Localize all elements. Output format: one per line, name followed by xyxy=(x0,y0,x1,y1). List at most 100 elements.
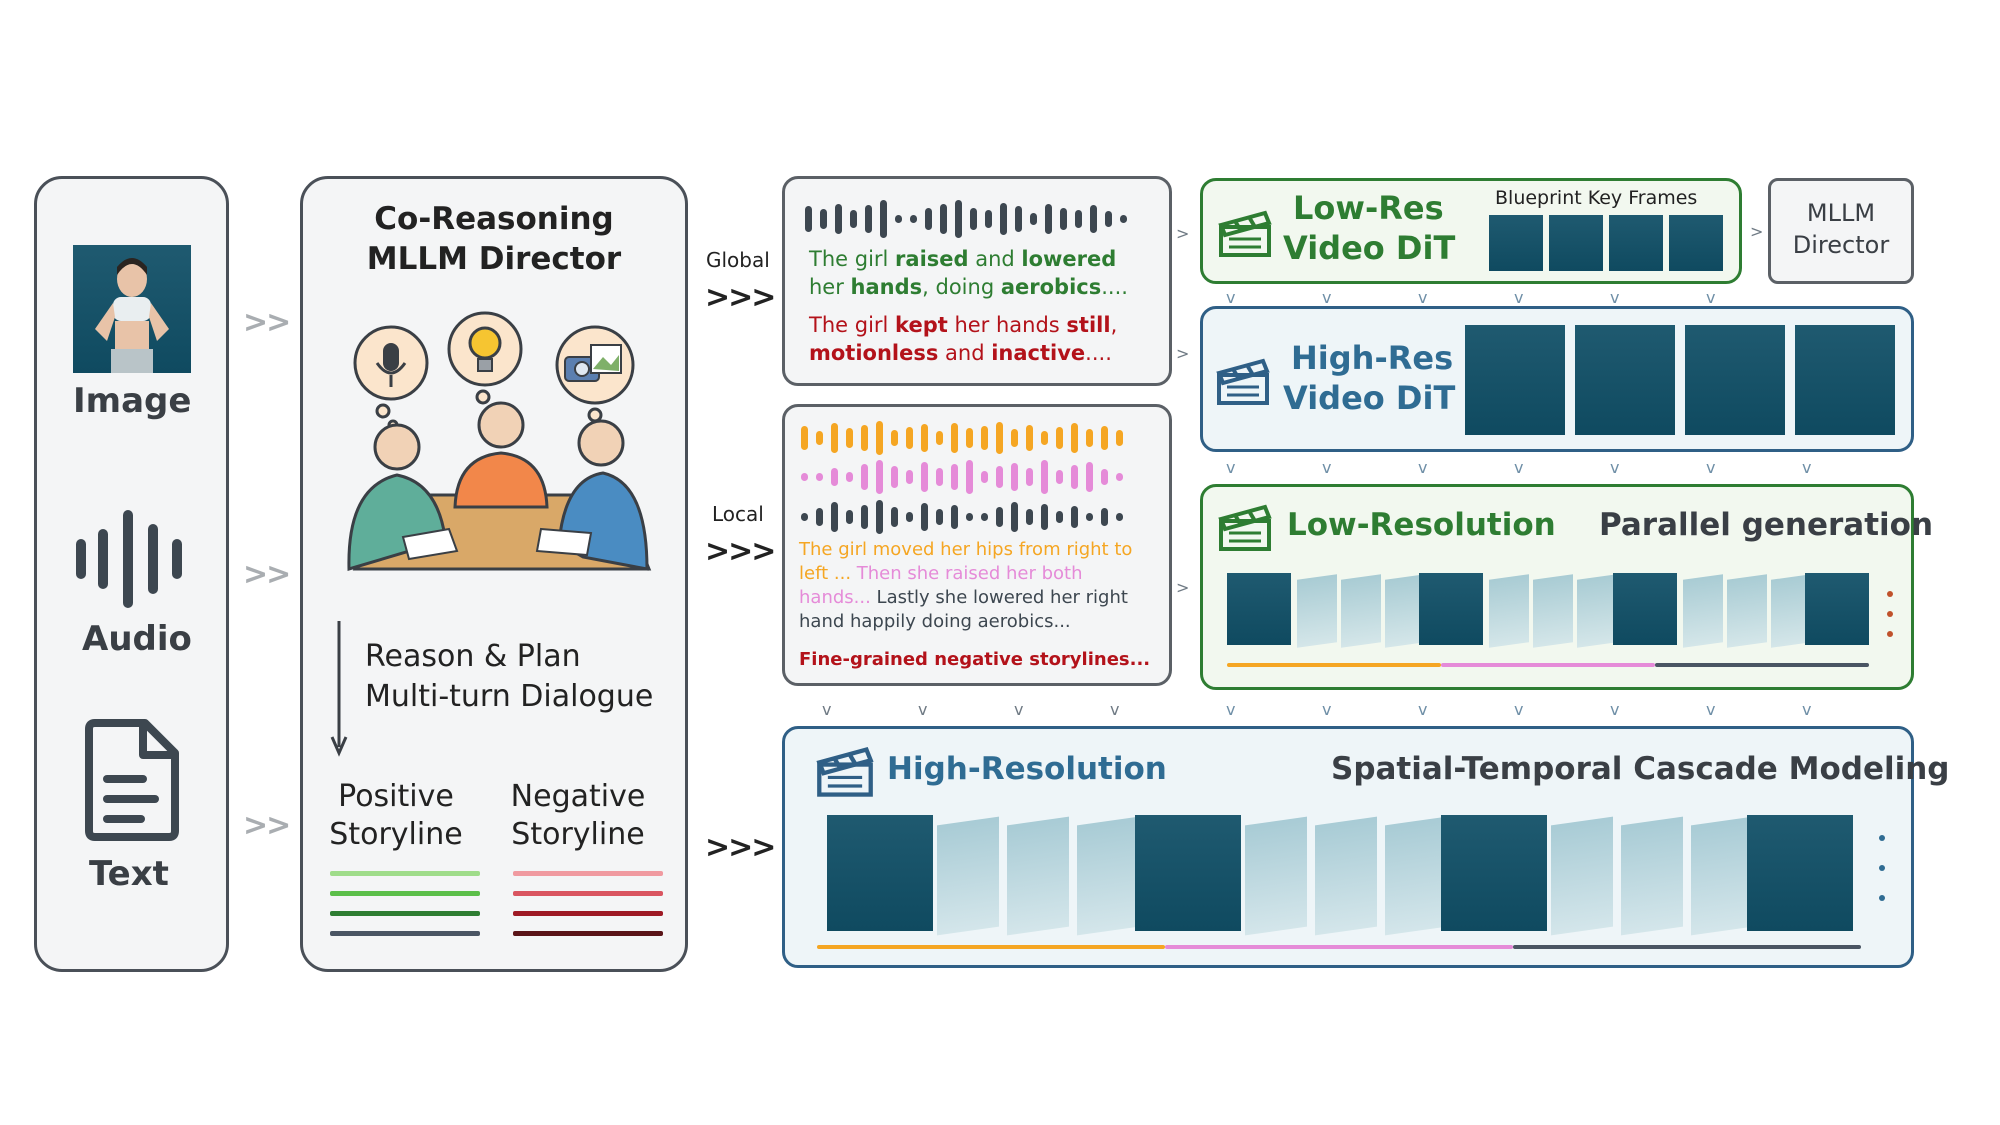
lowres-ellipsis-dot xyxy=(1887,591,1893,597)
down-marker: v xyxy=(1706,458,1716,477)
mllm-director-line2: Director xyxy=(1792,231,1890,259)
down-marker: v xyxy=(1610,700,1620,719)
clapperboard-icon-lowres-gen xyxy=(1218,504,1272,551)
highres-cascade-frame xyxy=(1691,816,1753,936)
down-marker: v xyxy=(1418,700,1428,719)
clapperboard-icon-highres-dit xyxy=(1216,358,1270,405)
global-negative-line1: The girl kept her hands still, xyxy=(809,313,1118,337)
highres-cascade-frame xyxy=(1551,816,1613,936)
highres-cascade-keyframe xyxy=(827,815,933,931)
meeting-illustration xyxy=(347,311,652,571)
highres-dit-line1: High-Res xyxy=(1291,339,1454,377)
positive-line-3 xyxy=(330,911,480,916)
local-arrow: >>> xyxy=(705,534,776,569)
lowres-dit-line2: Video DiT xyxy=(1283,229,1456,267)
text-label: Text xyxy=(89,854,169,894)
lowres-progress-slate xyxy=(1655,663,1869,667)
lowres-keyframe xyxy=(1613,573,1677,645)
highres-cascade-keyframe xyxy=(1135,815,1241,931)
arrow-to-lowres-gen: > xyxy=(1176,578,1190,597)
positive-storyline-line1: Positive xyxy=(338,779,454,814)
negative-line-4 xyxy=(513,931,663,936)
positive-line-1 xyxy=(330,871,480,876)
positive-line-4 xyxy=(330,931,480,936)
director-title-line1: Co-Reasoning xyxy=(374,201,614,237)
lowres-dit-box: Low-Res Video DiT Blueprint Key Frames xyxy=(1200,178,1742,284)
global-negative-line2: motionless and inactive.... xyxy=(809,341,1112,365)
positive-line-2 xyxy=(330,891,480,896)
lowres-interp-frame xyxy=(1297,574,1337,648)
reason-plan-line2: Multi-turn Dialogue xyxy=(365,679,654,714)
down-marker: v xyxy=(1514,288,1524,307)
highres-cascade-frame xyxy=(1007,816,1069,936)
local-text-line3: hands... Lastly she lowered her right xyxy=(799,587,1128,608)
down-marker: v xyxy=(1610,458,1620,477)
down-marker: v xyxy=(1706,288,1716,307)
mllm-director-small-box: MLLM Director xyxy=(1768,178,1914,284)
highres-keyframe xyxy=(1465,325,1565,435)
mllm-director-line1: MLLM xyxy=(1806,199,1876,227)
down-marker: v xyxy=(1226,700,1236,719)
down-marker: v xyxy=(1802,700,1812,719)
input-panel: Image Audio Text xyxy=(34,176,229,972)
local-text-line2: left ... Then she raised her both xyxy=(799,563,1083,584)
negative-storyline-line2: Storyline xyxy=(511,817,645,852)
blueprint-keyframes-label: Blueprint Key Frames xyxy=(1495,187,1698,209)
lowres-keyframe xyxy=(1227,573,1291,645)
global-arrow: >>> xyxy=(705,280,776,315)
negative-line-2 xyxy=(513,891,663,896)
down-marker: v xyxy=(1610,288,1620,307)
highres-dit-line2: Video DiT xyxy=(1283,379,1456,417)
global-positive-line2: her hands, doing aerobics.... xyxy=(809,275,1128,299)
global-storyline-box: The girl raised and lowered her hands, d… xyxy=(782,176,1172,386)
highres-cascade-frame xyxy=(1077,816,1139,936)
highres-dit-box: High-Res Video DiT xyxy=(1200,306,1914,452)
highres-cascade-keyframe xyxy=(1441,815,1547,931)
highres-progress-orange xyxy=(817,945,1165,949)
highres-ellipsis-dot xyxy=(1879,895,1885,901)
down-marker: v xyxy=(1802,458,1812,477)
lowres-interp-frame xyxy=(1533,574,1573,648)
down-marker: v xyxy=(1226,458,1236,477)
highres-cascade-frame xyxy=(937,816,999,936)
arrow-to-mllm-director: > xyxy=(1750,222,1764,241)
lowres-keyframe xyxy=(1805,573,1869,645)
global-waveform xyxy=(805,199,1127,239)
global-label: Global xyxy=(706,248,770,272)
image-label: Image xyxy=(73,381,192,421)
global-positive-line1: The girl raised and lowered xyxy=(809,247,1117,271)
local-text-line1: The girl moved her hips from right to xyxy=(799,539,1133,560)
highres-cascade-frame xyxy=(1385,816,1447,936)
highres-cascade-frame xyxy=(1621,816,1683,936)
down-marker: v xyxy=(1514,458,1524,477)
keyframe-thumb xyxy=(1609,215,1663,271)
arrow-audio-to-director: >> xyxy=(243,557,291,592)
down-marker: v xyxy=(1418,458,1428,477)
down-marker: v xyxy=(1322,458,1332,477)
lowres-interp-frame xyxy=(1727,574,1767,648)
audio-waveform-icon xyxy=(76,510,182,608)
local-storyline-box: The girl moved her hips from right to le… xyxy=(782,404,1172,686)
down-marker: v xyxy=(822,700,832,719)
arrow-text-to-director: >> xyxy=(243,808,291,843)
highres-keyframe xyxy=(1795,325,1895,435)
down-marker: v xyxy=(1418,288,1428,307)
local-waveform-pink xyxy=(801,459,1123,495)
text-document-icon xyxy=(85,719,179,841)
down-arrow-icon xyxy=(330,621,348,757)
highres-generation-subtitle: Spatial-Temporal Cascade Modeling xyxy=(1331,751,1950,787)
keyframe-thumb xyxy=(1549,215,1603,271)
lowres-interp-frame xyxy=(1683,574,1723,648)
highres-ellipsis-dot xyxy=(1879,865,1885,871)
highres-cascade-frame xyxy=(1245,816,1307,936)
lowres-interp-frame xyxy=(1341,574,1381,648)
local-label: Local xyxy=(712,502,764,526)
highres-generation-title: High-Resolution xyxy=(887,751,1167,787)
down-marker: v xyxy=(1322,700,1332,719)
down-marker: v xyxy=(1226,288,1236,307)
lowres-dit-line1: Low-Res xyxy=(1293,189,1444,227)
reason-plan-line1: Reason & Plan xyxy=(365,639,581,674)
director-panel: Co-Reasoning MLLM Director xyxy=(300,176,688,972)
highres-keyframe xyxy=(1575,325,1675,435)
negative-line-1 xyxy=(513,871,663,876)
